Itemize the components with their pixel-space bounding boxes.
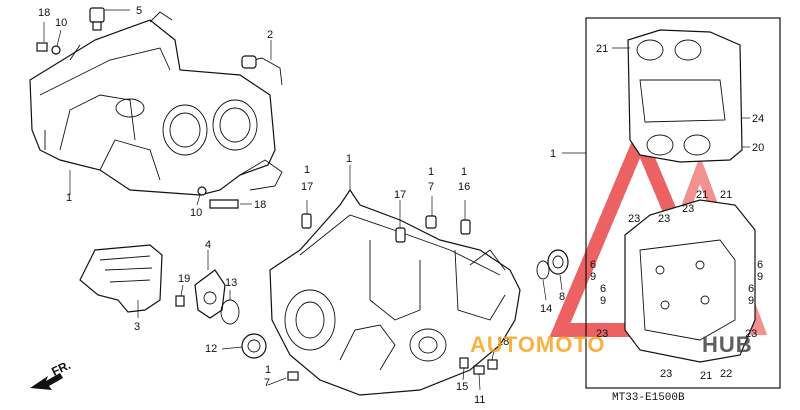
callout-11: 11 — [474, 394, 485, 406]
callout-14: 14 — [540, 303, 552, 315]
callout-8: 8 — [559, 291, 565, 303]
callout-inset-21-b: 21 — [720, 189, 732, 201]
callout-inset-9-c: 9 — [757, 271, 763, 283]
callout-inset-6-a: 6 — [590, 259, 596, 271]
callout-15: 15 — [456, 381, 468, 393]
callout-2: 2 — [267, 29, 273, 41]
pulse-generator-cover — [194, 269, 226, 319]
callout-4: 4 — [205, 239, 211, 251]
callout-13: 13 — [225, 277, 237, 289]
callout-inset-23-a: 23 — [628, 213, 640, 225]
dowel-pins-top — [301, 213, 471, 243]
callout-17-b: 17 — [394, 189, 406, 201]
callout-7-top: 7 — [428, 181, 434, 193]
callout-inset-23-f: 23 — [660, 368, 672, 380]
callout-inset-9-b: 9 — [600, 295, 606, 307]
dowel-pin-7-bottom — [287, 371, 299, 381]
callouts-inset: 21 24 20 1 21 21 23 23 23 6 9 6 9 6 9 6 … — [550, 43, 764, 382]
callout-1-bottom: 1 — [265, 364, 271, 376]
callout-inset-9-d: 9 — [748, 295, 754, 307]
bolt-washer-top — [36, 42, 61, 55]
front-direction-arrow: FR. — [30, 358, 73, 390]
callout-inset-6-b: 6 — [600, 283, 606, 295]
callout-inset-21-bottom: 21 — [700, 370, 712, 382]
oil-filter-seal — [536, 249, 569, 280]
callout-inset-1: 1 — [550, 148, 556, 160]
callout-17-a: 17 — [301, 181, 313, 193]
callout-10-top: 10 — [55, 17, 67, 29]
oil-pressure-switch — [89, 7, 105, 31]
callout-1-d: 1 — [461, 166, 467, 178]
upper-crankcase — [29, 11, 283, 196]
callouts-lower-case-right: 14 8 18 15 11 — [456, 291, 565, 406]
inset-panel — [585, 17, 781, 389]
callout-inset-9-a: 9 — [590, 271, 596, 283]
callout-inset-21-a: 21 — [696, 189, 708, 201]
callout-inset-21-top: 21 — [596, 43, 608, 55]
breather-pipe — [241, 55, 283, 86]
callout-7-bottom: 7 — [264, 377, 270, 389]
callout-inset-22: 22 — [720, 368, 732, 380]
callout-12: 12 — [205, 343, 217, 355]
callout-18-lower: 18 — [254, 199, 266, 211]
callout-16: 16 — [458, 181, 470, 193]
callouts-lower-case-top: 1 17 1 17 1 7 1 16 — [301, 153, 470, 201]
callout-1-a: 1 — [304, 164, 310, 176]
callout-inset-23-e: 23 — [745, 328, 757, 340]
bolt-washer-lower — [197, 186, 239, 209]
callout-1-upper: 1 — [66, 192, 72, 204]
bolts-lower-right — [459, 357, 498, 375]
callout-inset-20: 20 — [752, 142, 764, 154]
bolt-19 — [175, 295, 185, 307]
leader-lines — [43, 9, 750, 391]
oil-separator-plate — [79, 244, 163, 313]
watermark-automoto: AUTOMOTO — [470, 332, 606, 357]
callout-3: 3 — [134, 321, 140, 333]
callout-inset-23-b: 23 — [658, 213, 670, 225]
callout-inset-23-c: 23 — [682, 203, 694, 215]
callout-inset-24: 24 — [752, 113, 764, 125]
watermark-text: AUTOMOTO HUB — [470, 332, 753, 357]
callout-19: 19 — [178, 273, 190, 285]
diagram-code: MT33-E1500B — [612, 392, 685, 404]
callouts-left-parts: 3 4 19 13 12 7 1 — [134, 239, 271, 389]
oil-seal-12 — [241, 333, 267, 359]
fr-arrow-label: FR. — [49, 358, 72, 379]
callout-1-c: 1 — [428, 166, 434, 178]
callout-1-b: 1 — [346, 153, 352, 165]
watermark-hub: HUB — [702, 332, 753, 357]
lower-crankcase — [269, 188, 521, 396]
callout-inset-23-d: 23 — [596, 328, 608, 340]
o-ring-13 — [220, 299, 240, 325]
callout-5: 5 — [136, 5, 142, 17]
callout-18-right: 18 — [497, 336, 509, 348]
callout-18-top: 18 — [38, 7, 50, 19]
callout-10-lower: 10 — [190, 207, 202, 219]
callouts-upper-case: 18 10 5 2 1 10 18 — [38, 5, 273, 219]
callout-inset-6-d: 6 — [748, 283, 754, 295]
callout-inset-6-c: 6 — [757, 259, 763, 271]
